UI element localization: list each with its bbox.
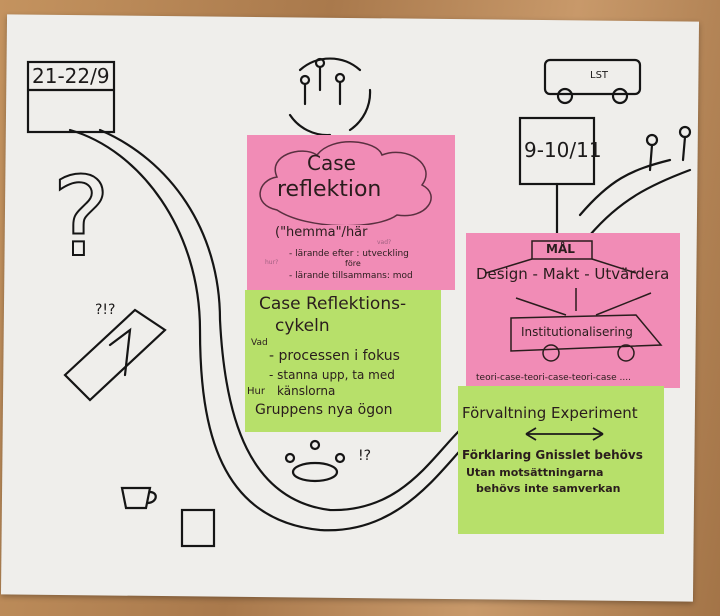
book-icon [180,508,216,548]
note-title-line1: Case Reflektions- [259,294,407,314]
note-label: Hur [247,386,265,397]
goal-footer: teori-case-teori-case-teori-case .... [476,373,631,383]
road-path [68,128,472,532]
goal-bus-drawing [485,240,663,362]
sticky-note-case-reflektion: Case reflektion ("hemma"/här - lärande e… [247,135,455,290]
sticky-note-mal: MÅL Design - Makt - Utvärdera Institutio… [466,233,680,388]
meeting-table-icon [284,439,346,483]
note-item: känslorna [277,384,336,398]
meeting-marks: !? [358,448,372,464]
coffee-cup-icon [120,486,157,510]
note-title-line2: reflektion [277,177,382,202]
note-item: Gruppens nya ögon [255,402,393,418]
sticky-note-forvaltning: Förvaltning Experiment Förklaring Gnissl… [458,386,664,534]
table-marks: ?!? [95,302,116,318]
double-arrow-icon [525,427,604,441]
note-title: Förvaltning Experiment [462,404,638,422]
note-item: - lärande efter : utveckling [289,249,409,259]
note-label: Vad [251,338,268,348]
note-line: behövs inte samverkan [476,482,621,495]
cloud-icon [259,141,432,225]
note-item: - processen i fokus [269,348,400,364]
table-icon [63,308,167,402]
note-title-line1: Case [307,151,356,175]
end-date-label: 9-10/11 [524,138,602,162]
bus-label: LST [590,70,609,81]
start-sign [26,60,116,134]
note-title-line2: cykeln [275,316,330,336]
goal-line: Design - Makt - Utvärdera [476,265,670,283]
note-line: Förklaring Gnisslet behövs [462,448,643,462]
sticky-note-reflektionscykeln: Case Reflektions- cykeln Vad - processen… [245,290,441,432]
goal-box-label: MÅL [546,242,575,256]
start-date-label: 21-22/9 [32,64,110,88]
note-annotation: vad? [377,239,392,246]
note-line: Utan motsättningarna [466,466,604,479]
note-subtitle: ("hemma"/här [275,225,368,240]
bus-icon [543,58,642,105]
cycle-arrows-icon [288,57,372,137]
stick-figures-icon [645,125,692,172]
note-annotation: hur? [265,259,279,266]
note-item: - stanna upp, ta med [269,368,395,382]
end-sign [518,116,596,242]
note-item: före [345,259,361,268]
question-mark-icon: ? [52,153,110,281]
note-item: - lärande tillsammans: mod [289,271,413,281]
goal-bus-text: Institutionalisering [521,325,633,339]
